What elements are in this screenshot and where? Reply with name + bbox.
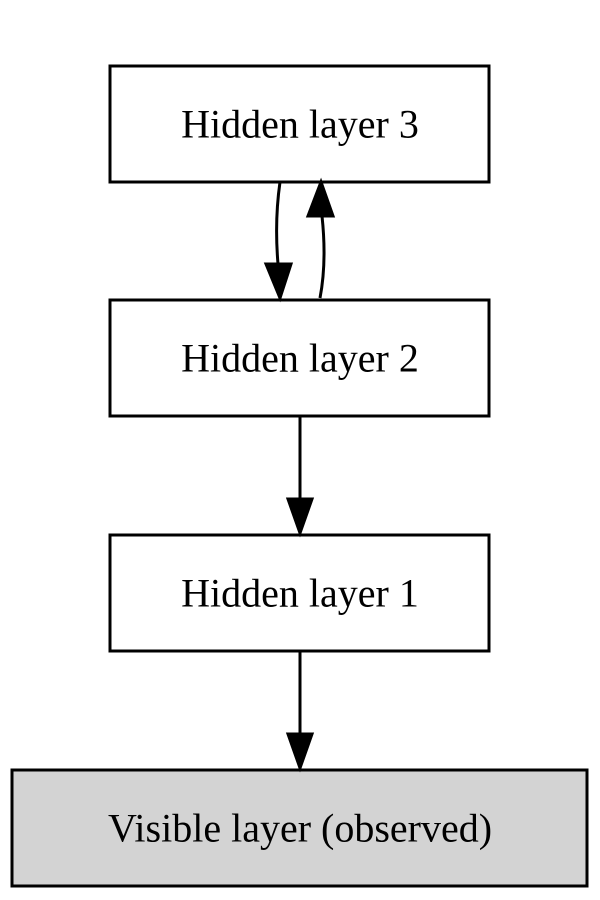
edge-hidden-3-to-hidden-2 bbox=[263, 181, 294, 303]
edge-hidden-3-to-hidden-2-arrowhead bbox=[263, 262, 294, 303]
node-visible-layer: Visible layer (observed) bbox=[10, 768, 589, 888]
edge-hidden-2-to-hidden-3 bbox=[305, 177, 336, 299]
node-hidden-layer-2-label: Hidden layer 2 bbox=[181, 336, 419, 381]
edge-hidden-2-to-hidden-3-line bbox=[318, 215, 326, 299]
edge-hidden-2-to-hidden-1-arrowhead bbox=[285, 497, 315, 538]
node-hidden-layer-1-label: Hidden layer 1 bbox=[181, 571, 419, 616]
node-hidden-layer-3: Hidden layer 3 bbox=[108, 64, 491, 184]
edge-hidden-3-to-hidden-2-line bbox=[275, 181, 282, 265]
node-visible-layer-box bbox=[10, 768, 589, 888]
node-hidden-layer-2: Hidden layer 2 bbox=[108, 298, 491, 418]
node-hidden-layer-2-box bbox=[108, 298, 491, 418]
edge-hidden-2-to-hidden-1 bbox=[285, 416, 315, 538]
edge-hidden-1-to-visible bbox=[285, 651, 315, 773]
node-visible-layer-label: Visible layer (observed) bbox=[108, 806, 492, 851]
node-hidden-layer-3-label: Hidden layer 3 bbox=[181, 102, 419, 147]
node-hidden-layer-3-box bbox=[108, 64, 491, 184]
node-hidden-layer-1: Hidden layer 1 bbox=[108, 533, 491, 653]
edge-hidden-2-to-hidden-3-arrowhead bbox=[305, 177, 336, 218]
edge-hidden-1-to-visible-arrowhead bbox=[285, 732, 315, 773]
